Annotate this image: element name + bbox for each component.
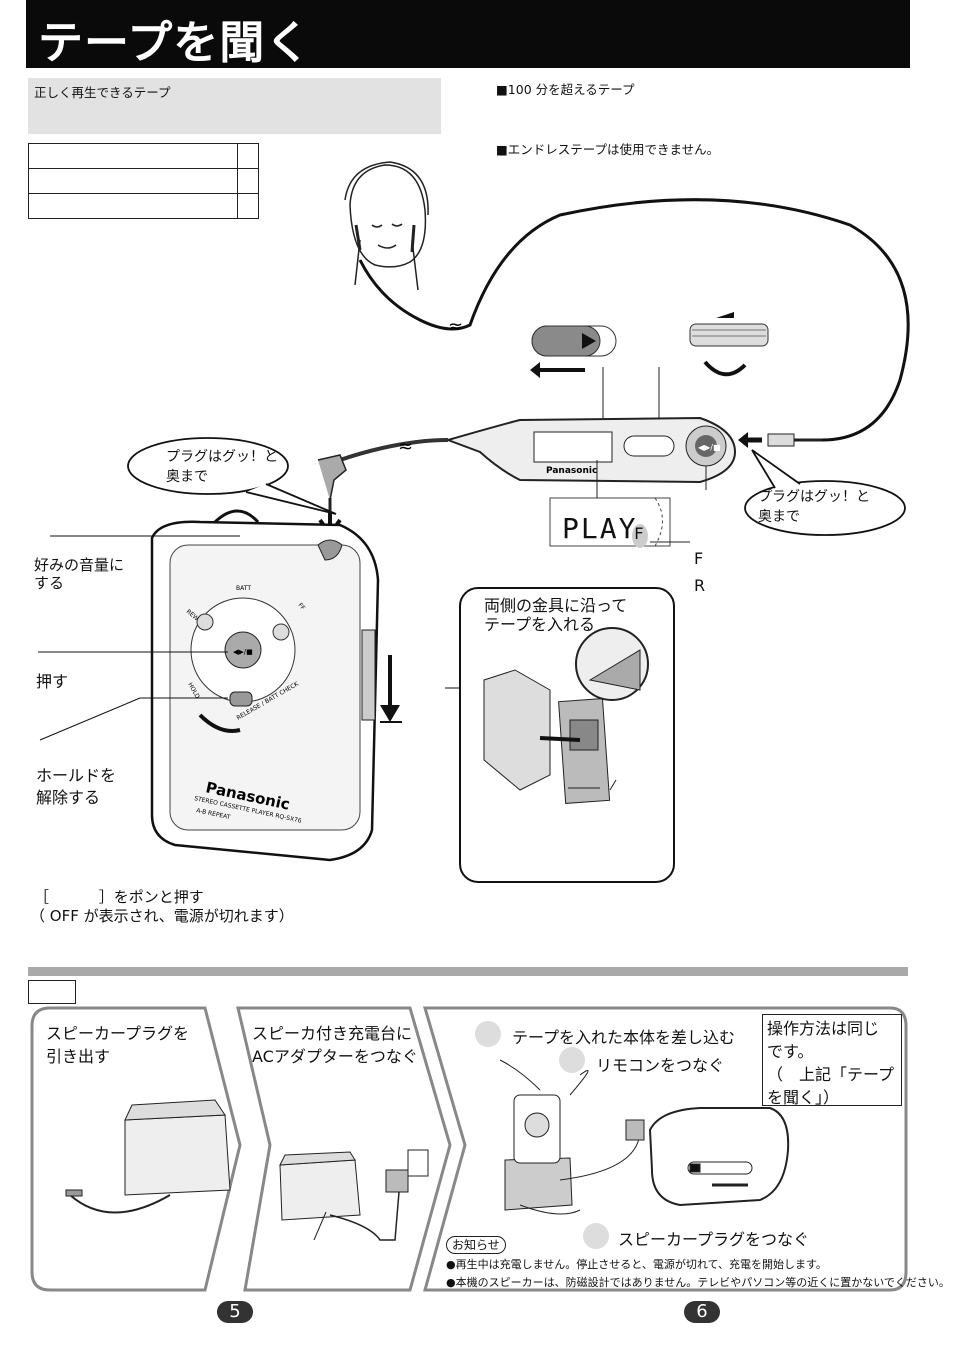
stop-instruction-2: （ OFF が表示され、電源が切れます） (30, 907, 294, 925)
section-separator (28, 967, 908, 976)
table-row (28, 168, 259, 194)
bubble-plug-left (127, 437, 337, 515)
tape-insert-illustration (483, 627, 649, 804)
docked-player (499, 1059, 645, 1215)
panel2-line1: スピーカ付き充電台に (252, 1024, 413, 1043)
plug-right-line2: 奥まで (758, 509, 800, 525)
remote-control: ◀▶/■ Panasonic (444, 416, 737, 484)
note-over-100min: ■100 分を超えるテープ (496, 82, 635, 97)
insert-tape-line1: 両側の金具に沿って (484, 596, 628, 615)
ff-label: FF (296, 602, 306, 612)
page-number-right: 6 (684, 1301, 720, 1323)
speaker-cradle-2 (279, 1149, 429, 1241)
remote-brand-text: Panasonic (546, 466, 597, 476)
batt-label: BATT (236, 585, 251, 592)
svg-text:≈: ≈ (448, 316, 463, 337)
same-operation-note: 操作方法は同じ です。 （ 上記「テープ を聞く」） (762, 1014, 902, 1107)
panel3-step3: スピーカープラグをつなぐ (618, 1230, 810, 1249)
title-bar (26, 0, 910, 68)
info-line-1: ●再生中は充電しません。停止させると、電源が切れて、充電を開始します。 (446, 1258, 827, 1271)
volume-label-1: 好みの音量に (34, 556, 125, 574)
note-endless-tape: ■エンドレステープは使用できません。 (496, 142, 720, 157)
tape-table (28, 143, 259, 219)
main-illustration: ≈ ◀▶/■ Panasonic ≈ (38, 161, 910, 883)
plug-right-line1: プラグはグッ！と (758, 489, 870, 505)
table-row (28, 193, 259, 219)
cassette-player: ◀▶/■ Panasonic STEREO CASSETTE PLAYER RQ… (150, 509, 380, 862)
page-number-left: 5 (217, 1301, 253, 1323)
playable-tape-label: 正しく再生できるテープ (34, 85, 171, 100)
headphone-cord (358, 198, 910, 442)
table-row (28, 143, 259, 169)
plug-left-line1: プラグはグッ！と (166, 449, 278, 465)
lcd-display (549, 460, 707, 548)
hold-label-1: ホールドを (36, 766, 117, 785)
volume-dial (689, 312, 769, 377)
remote-switch-detail (648, 1107, 790, 1207)
note-line-1: 操作方法は同じ (767, 1019, 880, 1038)
indicator-f: F (694, 549, 704, 568)
svg-text:◀▶/■: ◀▶/■ (698, 443, 721, 452)
playable-tape-box (28, 78, 441, 134)
note-line-4: を聞く」） (767, 1088, 840, 1107)
svg-text:≈: ≈ (398, 436, 413, 457)
stop-instruction-1: ［ ］をポンと押す (34, 888, 204, 906)
indicator-r: R (694, 576, 706, 595)
speaker-cradle-1 (65, 1099, 231, 1214)
display-play-text: PLAY (562, 512, 638, 545)
volume-label-2: する (34, 574, 65, 592)
panel3-step2: リモコンをつなぐ (596, 1056, 725, 1075)
display-letter: F (634, 524, 644, 543)
press-label: 押す (36, 672, 69, 691)
info-line-2: ●本機のスピーカーは、防磁設計ではありません。テレビやパソコン等の近くに置かない… (446, 1276, 950, 1289)
page-title: テープを聞く (38, 16, 312, 69)
info-badge: お知らせ (446, 1236, 506, 1254)
panel1-line2: 引き出す (46, 1047, 111, 1066)
panel2-line2: ACアダプターをつなぐ (252, 1047, 418, 1066)
note-line-2: です。 (767, 1042, 814, 1061)
panel3-step1: テープを入れた本体を差し込む (512, 1028, 736, 1047)
panel1-line1: スピーカープラグを (46, 1024, 190, 1043)
plug-left-line2: 奥まで (166, 469, 208, 485)
hold-label-2: 解除する (36, 788, 101, 807)
listener-illustration (344, 161, 429, 291)
bubble-plug-right (744, 449, 906, 536)
section-label-box (28, 980, 76, 1004)
step-circles (475, 1021, 609, 1249)
play-slide-switch (530, 325, 617, 378)
insert-tape-line2: テープを入れる (484, 615, 596, 634)
svg-text:◀▶/■: ◀▶/■ (233, 648, 253, 656)
note-line-3: （ 上記「テープ (767, 1065, 895, 1084)
